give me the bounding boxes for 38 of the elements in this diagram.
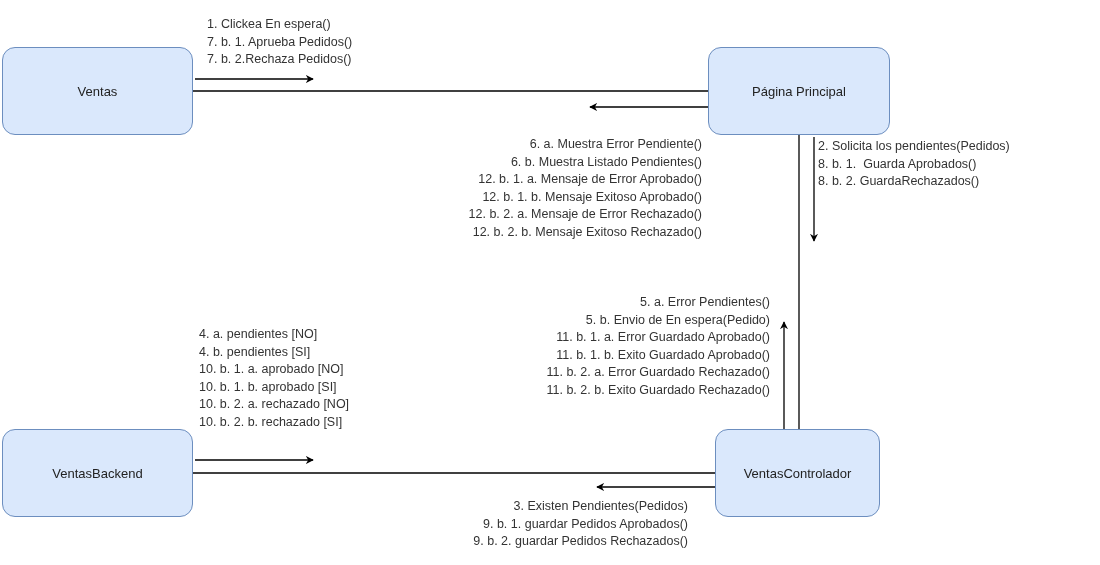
message-label: 8. b. 1. Guarda Aprobados() bbox=[818, 156, 977, 172]
message-label: 9. b. 2. guardar Pedidos Rechazados() bbox=[473, 534, 688, 549]
object-name: Ventas bbox=[77, 83, 118, 99]
message-label: 10. b. 2. b. rechazado [SI] bbox=[199, 414, 343, 430]
message-label: 10. b. 1. b. aprobado [SI] bbox=[199, 379, 337, 395]
message-label: 11. b. 1. a. Error Guardado Aprobado() bbox=[556, 330, 770, 345]
object-box bbox=[2, 47, 193, 135]
message-label: 5. a. Error Pendientes() bbox=[640, 295, 770, 310]
message-label: 12. b. 1. b. Mensaje Exitoso Aprobado() bbox=[482, 189, 702, 205]
message-label: 6. b. Muestra Listado Pendientes() bbox=[510, 154, 702, 170]
object-name: VentasBackend bbox=[52, 465, 143, 481]
message-label: 11. b. 2. b. Exito Guardado Rechazado() bbox=[546, 382, 770, 398]
message-label: 3. Existen Pendientes(Pedidos) bbox=[513, 499, 688, 514]
connector-line bbox=[192, 90, 709, 92]
message-label: 2. Solicita los pendientes(Pedidos) bbox=[818, 139, 1010, 154]
message-label: 8. b. 2. GuardaRechazados() bbox=[818, 174, 980, 189]
message-label: 12. b. 1. a. Mensaje de Error Aprobado() bbox=[478, 172, 702, 187]
object-box bbox=[708, 47, 890, 135]
message-label: 10. b. 1. a. aprobado [NO] bbox=[199, 362, 344, 377]
message-label: 11. b. 1. b. Exito Guardado Aprobado() bbox=[556, 347, 770, 363]
message-label: 4. a. pendientes [NO] bbox=[199, 327, 318, 342]
message-label: 11. b. 2. a. Error Guardado Rechazado() bbox=[546, 365, 770, 380]
message-label: 12. b. 2. a. Mensaje de Error Rechazado() bbox=[468, 207, 702, 222]
object-box bbox=[715, 429, 880, 517]
message-label: 7. b. 2.Rechaza Pedidos() bbox=[207, 52, 352, 67]
object-name: VentasControlador bbox=[743, 465, 852, 481]
connector-line bbox=[798, 134, 800, 430]
message-label: 1. Clickea En espera() bbox=[207, 17, 331, 32]
message-label: 6. a. Muestra Error Pendiente() bbox=[529, 137, 702, 152]
message-label: 10. b. 2. a. rechazado [NO] bbox=[199, 397, 350, 412]
message-label: 9. b. 1. guardar Pedidos Aprobados() bbox=[483, 516, 688, 532]
object-box bbox=[2, 429, 193, 517]
message-label: 12. b. 2. b. Mensaje Exitoso Rechazado() bbox=[472, 224, 702, 240]
connector-line bbox=[192, 472, 716, 474]
message-label: 5. b. Envio de En espera(Pedido) bbox=[585, 312, 770, 328]
message-label: 4. b. pendientes [SI] bbox=[199, 344, 311, 360]
object-name: Página Principal bbox=[752, 83, 846, 99]
message-label: 7. b. 1. Aprueba Pedidos() bbox=[207, 34, 353, 50]
